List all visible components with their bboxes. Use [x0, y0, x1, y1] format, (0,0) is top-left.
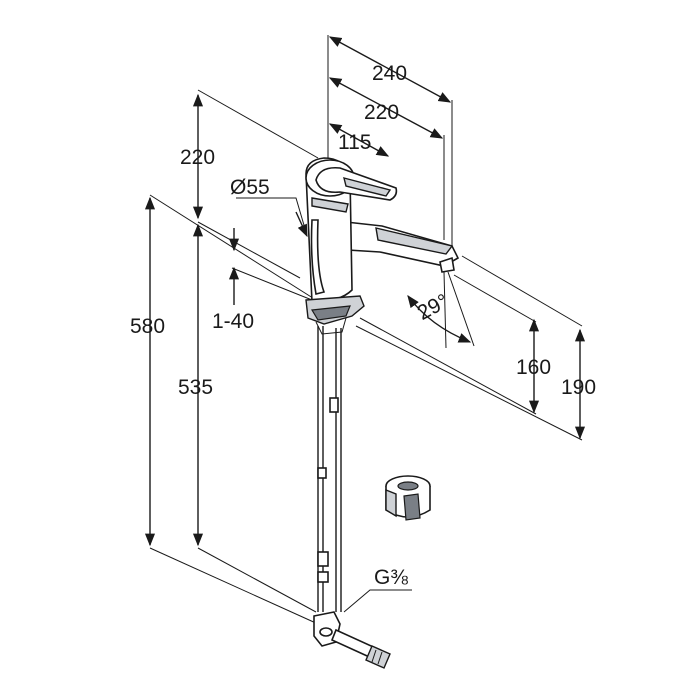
- supply-rods: [317, 326, 342, 612]
- body-shadow-stripe: [311, 197, 349, 213]
- dimension-580: 580: [130, 194, 319, 625]
- dimension-1-40: 1-40: [212, 228, 313, 333]
- dimension-angle-29: 29°: [407, 271, 475, 349]
- spout-top-face: [375, 227, 454, 255]
- dimension-115: 115: [327, 122, 390, 160]
- dimension-535: 535: [178, 221, 317, 613]
- dimension-diameter-55: Ø55: [230, 176, 308, 238]
- rod-clip-1: [329, 397, 339, 413]
- rod-clip-3: [317, 551, 329, 567]
- dim-label-240: 240: [372, 62, 407, 85]
- rod-clip-2: [317, 467, 327, 479]
- connector-nut: [365, 645, 391, 669]
- dim-label-115: 115: [338, 131, 371, 154]
- dimension-220-horizontal: 220: [328, 77, 445, 240]
- dim-label-diameter: Ø55: [230, 176, 270, 199]
- dimension-160: 160: [359, 274, 551, 415]
- dimension-thread: G⅜: [343, 566, 412, 613]
- mounting-nut: [385, 475, 431, 521]
- dim-label-thread: G⅜: [374, 566, 408, 589]
- base-mount: [315, 317, 347, 335]
- dim-label-220-vertical: 220: [180, 146, 215, 169]
- dim-label-580: 580: [130, 315, 165, 338]
- lever-slot: [343, 177, 392, 197]
- dim-label-535: 535: [178, 376, 213, 399]
- dim-label-160: 160: [516, 356, 551, 379]
- dimension-220-vertical: 220: [180, 89, 319, 220]
- dim-label-190: 190: [561, 376, 596, 399]
- faucet: [305, 157, 460, 335]
- dim-label-angle: 29°: [414, 290, 453, 325]
- dimension-190: 190: [355, 255, 596, 441]
- dim-label-220-horizontal: 220: [364, 101, 399, 124]
- base-plate-shadow: [311, 305, 351, 321]
- spout-outlet: [439, 256, 455, 273]
- bottom-connector: [313, 611, 391, 669]
- rod-clip-4: [317, 571, 329, 583]
- dim-label-1-40: 1-40: [212, 310, 254, 333]
- body-front-highlight: [310, 219, 326, 295]
